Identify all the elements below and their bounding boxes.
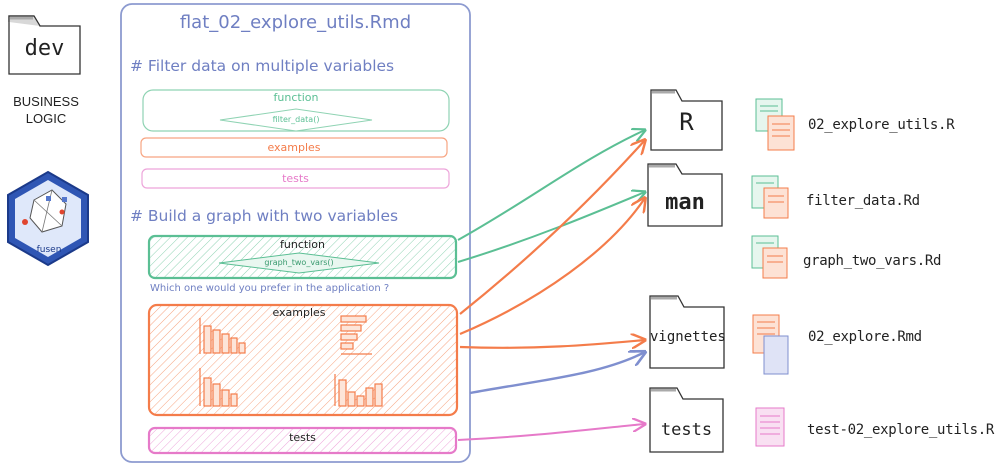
fusen-logo-text: fusen <box>36 245 62 255</box>
file-vignette-label: 02_explore.Rmd <box>808 329 922 345</box>
file-test-icon <box>755 407 785 447</box>
arrow-examples-to-man <box>459 198 645 336</box>
file-filter-data-icon <box>751 175 789 219</box>
s1-function-label: function <box>273 91 319 104</box>
s2-examples-label: examples <box>272 306 326 319</box>
s1-tests-label: tests <box>282 172 309 185</box>
s1-function-diamond <box>219 108 373 132</box>
business-logic-label: BUSINESS LOGIC <box>2 93 90 127</box>
fusen-logo-icon <box>7 170 89 267</box>
arrow-function-to-man <box>457 192 645 263</box>
arrow-examples-to-vignettes <box>459 340 645 348</box>
folder-vignettes-label: vignettes <box>650 329 726 345</box>
s2-function-diamond <box>218 252 380 274</box>
s2-question: Which one would you prefer in the applic… <box>150 283 390 294</box>
flat-file-title: flat_02_explore_utils.Rmd <box>179 12 412 33</box>
s2-examples-block <box>147 303 459 417</box>
folder-tests-label: tests <box>660 420 713 440</box>
file-graph-two-vars-label: graph_two_vars.Rd <box>803 253 942 269</box>
s1-examples-block <box>140 137 448 158</box>
file-test-label: test-02_explore_utils.R <box>807 422 994 438</box>
business-logic-line2: LOGIC <box>25 111 67 126</box>
arrow-tests-to-tests <box>457 424 645 441</box>
dev-folder-label: dev <box>24 36 65 61</box>
folder-man-label: man <box>665 190 705 215</box>
folder-man-icon <box>647 163 723 227</box>
s2-tests-block <box>147 426 458 455</box>
folder-vignettes-icon <box>649 295 725 369</box>
file-vignette-icon <box>752 314 789 375</box>
s1-examples-label: examples <box>267 141 321 154</box>
section2-heading: # Build a graph with two variables <box>130 207 399 225</box>
section1-heading: # Filter data on multiple variables <box>130 57 395 75</box>
folder-R-label: R <box>679 108 694 136</box>
s2-function-name: graph_two_vars() <box>264 258 334 267</box>
file-R-icon <box>755 98 795 151</box>
file-graph-two-vars-icon <box>751 235 788 279</box>
arrow-flat-to-vignettes <box>469 352 645 395</box>
file-filter-data-label: filter_data.Rd <box>806 193 920 209</box>
arrow-function-to-R <box>457 130 645 241</box>
dev-folder-icon <box>8 15 81 75</box>
example-mini-charts <box>199 315 383 407</box>
s1-function-name: filter_data() <box>272 115 320 124</box>
s2-function-label: function <box>280 238 325 251</box>
s2-tests-label: tests <box>289 431 316 444</box>
folder-tests-icon <box>649 387 724 453</box>
folder-R-icon <box>650 89 723 151</box>
s1-tests-block <box>141 168 450 189</box>
arrow-examples-to-R <box>459 140 645 315</box>
business-logic-line1: BUSINESS <box>13 94 79 109</box>
file-R-label: 02_explore_utils.R <box>808 117 955 133</box>
